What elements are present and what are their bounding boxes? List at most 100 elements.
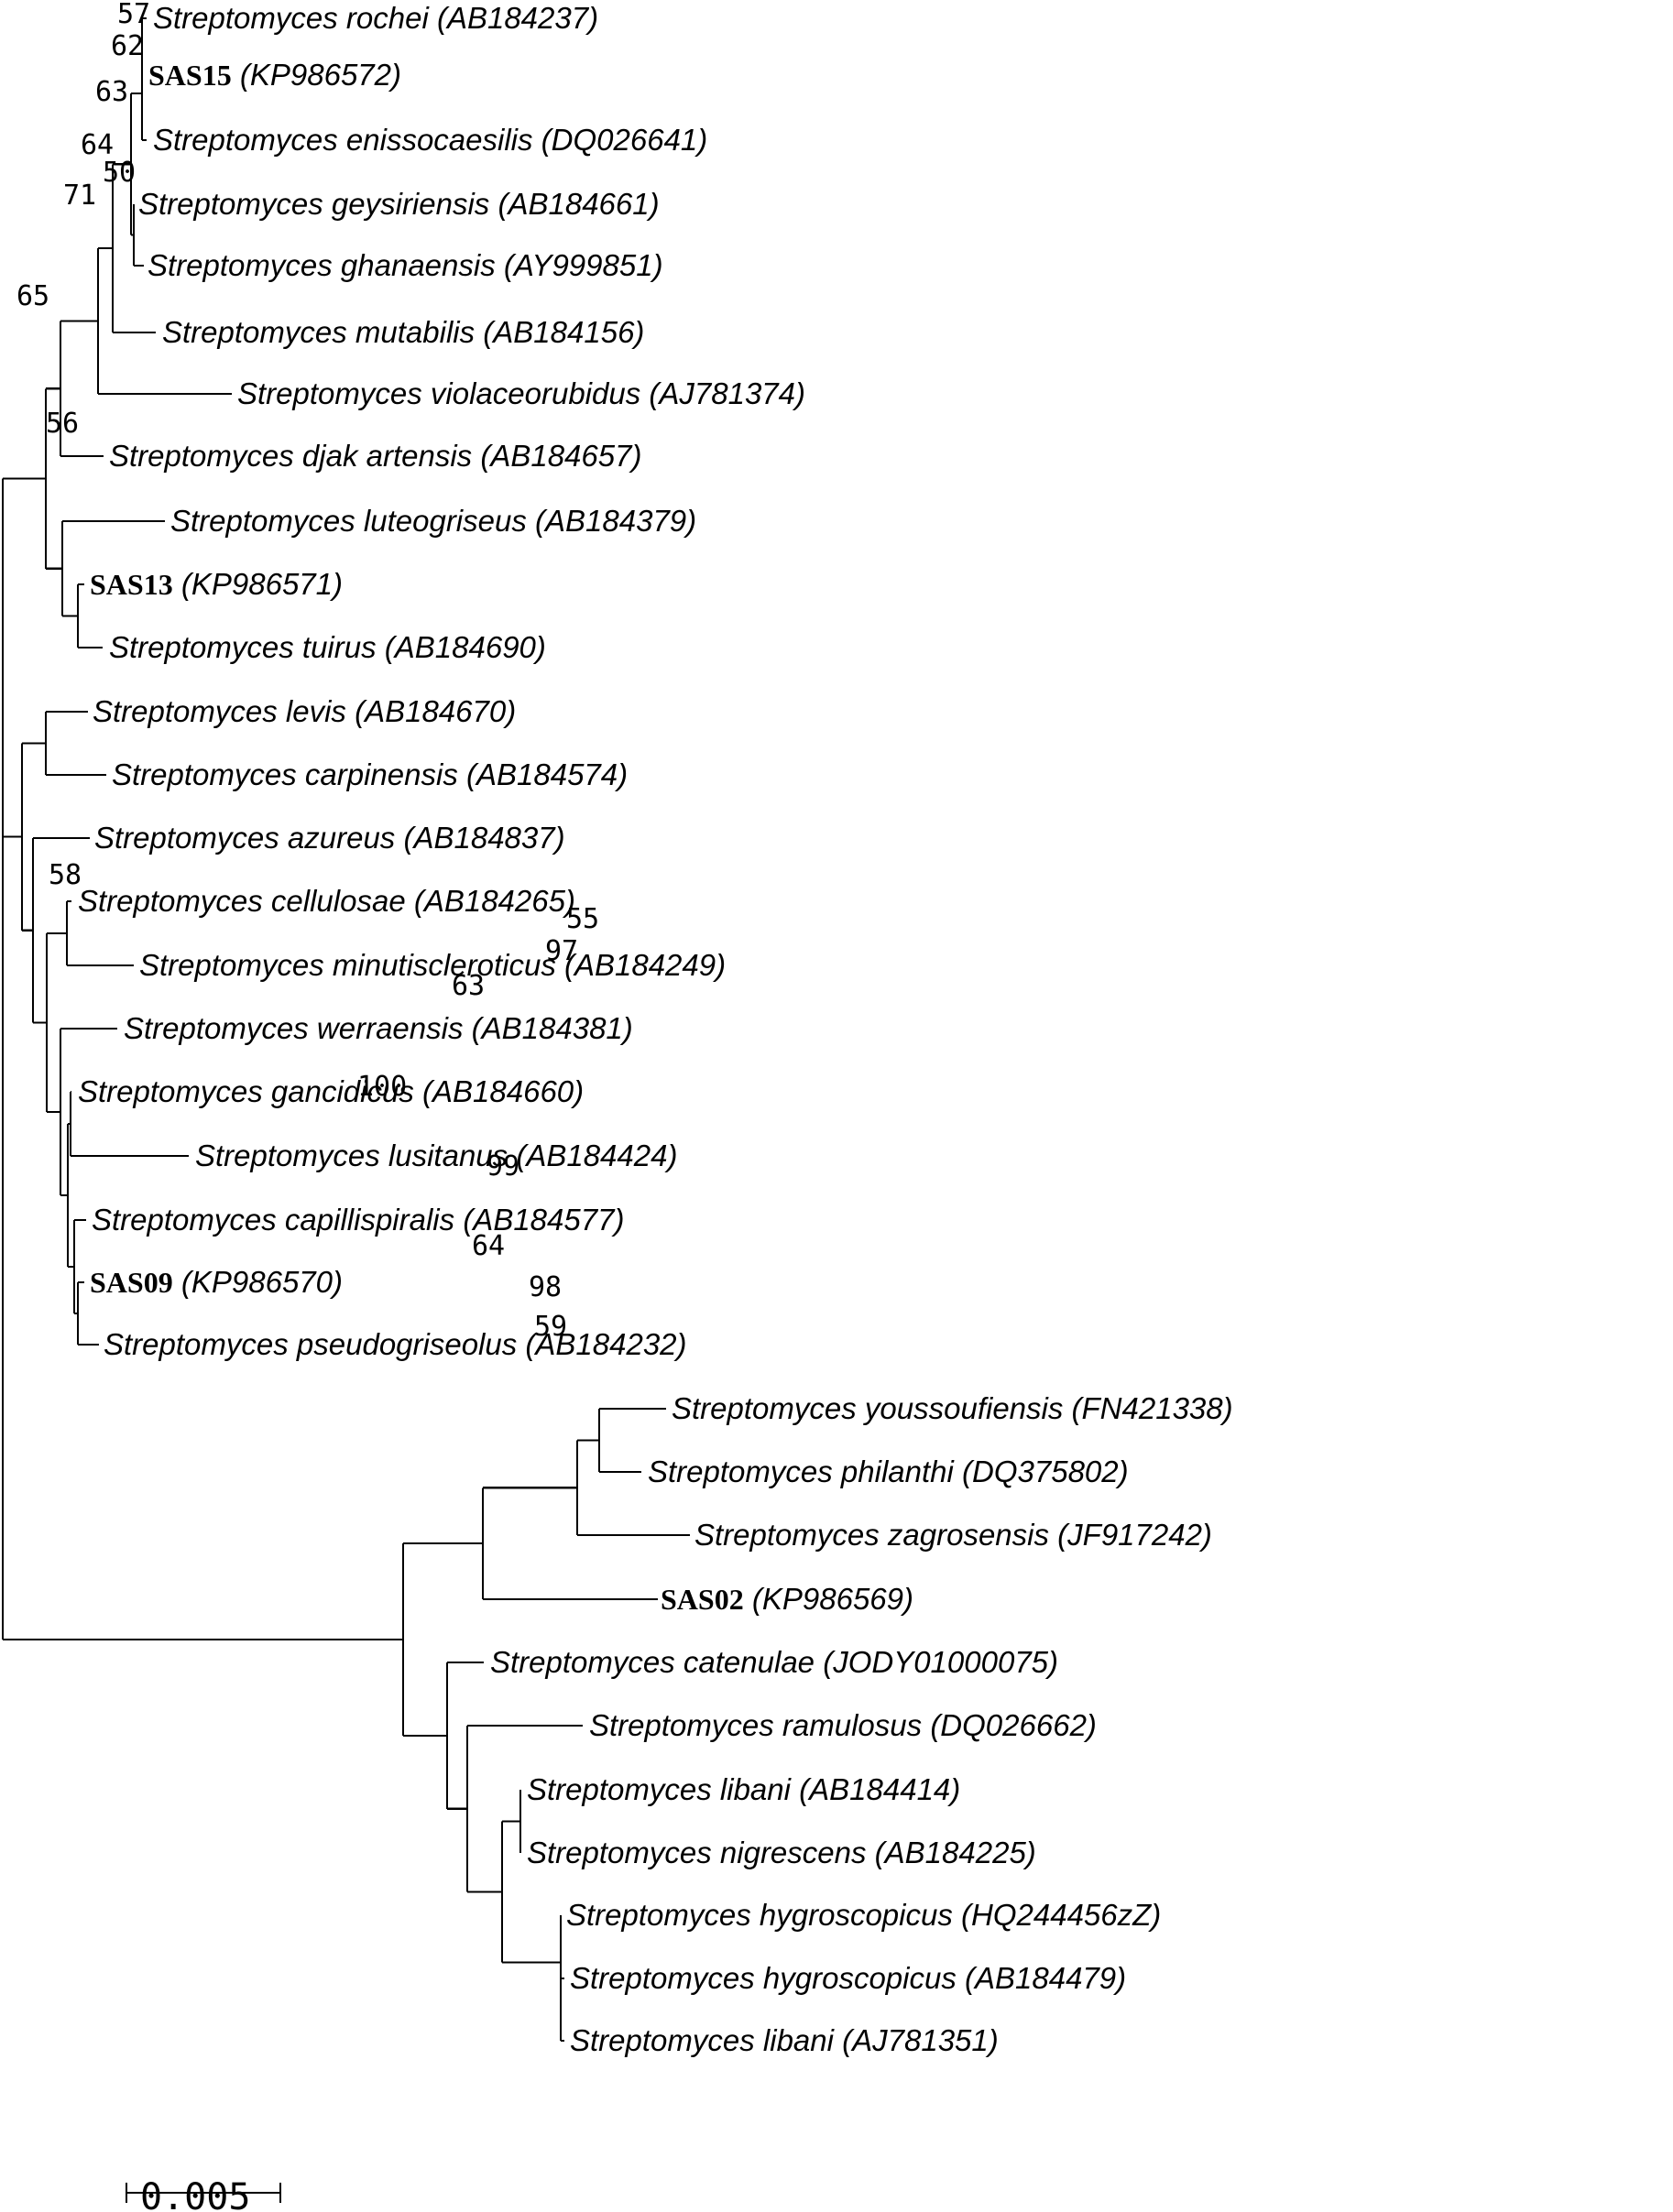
species-name: Streptomyces luteogriseus: [170, 504, 535, 538]
accession-number: (AB184414): [799, 1772, 960, 1806]
bootstrap-value: 64: [81, 129, 114, 161]
leaf-label: Streptomyces hygroscopicus (AB184479): [570, 1961, 1126, 1995]
leaf-label: SAS13 (KP986571): [90, 567, 343, 601]
bootstrap-value: 59: [534, 1311, 567, 1343]
leaf-label: Streptomyces werraensis (AB184381): [124, 1011, 633, 1045]
strain-name: SAS09: [90, 1266, 173, 1299]
leaf-label: Streptomyces levis (AB184670): [93, 694, 516, 728]
species-name: Streptomyces catenulae: [490, 1645, 823, 1679]
leaf-label: Streptomyces djak artensis (AB184657): [109, 439, 641, 473]
leaf-label: Streptomyces gancidicus (AB184660): [78, 1074, 584, 1108]
tree-branches: [1, 16, 690, 2043]
species-name: Streptomyces cellulosae: [78, 884, 414, 918]
species-name: Streptomyces carpinensis: [112, 757, 466, 791]
species-name: Streptomyces levis: [93, 694, 355, 728]
bootstrap-value: 97: [545, 935, 578, 967]
bootstrap-value: 56: [46, 408, 79, 440]
accession-number: (JODY01000075): [823, 1645, 1058, 1679]
accession-number: (AB184237): [437, 1, 598, 35]
accession-number: (AB184574): [466, 757, 628, 791]
leaf-label: Streptomyces libani (AB184414): [527, 1772, 960, 1806]
leaf-label: Streptomyces tuirus (AB184690): [109, 630, 546, 664]
leaf-label: SAS09 (KP986570): [90, 1265, 343, 1299]
leaf-label: Streptomyces lusitanus (AB184424): [195, 1139, 677, 1172]
species-name: Streptomyces hygroscopicus: [566, 1898, 961, 1932]
leaf-label: Streptomyces hygroscopicus (HQ244456zZ): [566, 1898, 1161, 1932]
accession-number: (DQ026641): [541, 123, 708, 157]
strain-name: SAS13: [90, 568, 173, 601]
scale-bar-label: 0.005: [140, 2176, 250, 2212]
leaf-label: Streptomyces geysiriensis (AB184661): [138, 187, 660, 221]
accession-number: (AB184379): [535, 504, 696, 538]
accession-number: (AB184690): [385, 630, 546, 664]
accession-number: (KP986571): [173, 567, 343, 601]
species-name: Streptomyces hygroscopicus: [570, 1961, 965, 1995]
bootstrap-value: 63: [452, 970, 485, 1002]
leaf-label: Streptomyces zagrosensis (JF917242): [694, 1518, 1212, 1552]
accession-number: (AB184837): [403, 821, 564, 855]
leaf-label: Streptomyces mutabilis (AB184156): [162, 315, 644, 349]
accession-number: (AB184660): [422, 1074, 584, 1108]
species-name: Streptomyces ramulosus: [589, 1708, 930, 1742]
species-name: Streptomyces azureus: [94, 821, 403, 855]
leaf-label: Streptomyces carpinensis (AB184574): [112, 757, 628, 791]
strain-name: SAS15: [148, 59, 232, 92]
accession-number: (HQ244456zZ): [961, 1898, 1161, 1932]
leaf-label: Streptomyces azureus (AB184837): [94, 821, 565, 855]
species-name: Streptomyces philanthi: [648, 1455, 962, 1488]
species-name: Streptomyces djak artensis: [109, 439, 480, 473]
leaf-label: Streptomyces nigrescens (AB184225): [527, 1836, 1036, 1869]
species-name: Streptomyces lusitanus: [195, 1139, 516, 1172]
leaf-label: Streptomyces enissocaesilis (DQ026641): [153, 123, 707, 157]
leaf-label: Streptomyces pseudogriseolus (AB184232): [104, 1327, 687, 1361]
leaf-label: Streptomyces catenulae (JODY01000075): [490, 1645, 1058, 1679]
strain-name: SAS02: [661, 1583, 744, 1616]
leaf-label: Streptomyces minutiscleroticus (AB184249…: [139, 948, 726, 982]
species-name: Streptomyces ghanaensis: [148, 248, 504, 282]
bootstrap-value: 57: [117, 0, 150, 30]
species-name: Streptomyces zagrosensis: [694, 1518, 1057, 1552]
bootstrap-value: 62: [111, 30, 144, 62]
species-name: Streptomyces youssoufiensis: [672, 1391, 1072, 1425]
accession-number: (AB184265): [414, 884, 575, 918]
leaf-label: Streptomyces cellulosae (AB184265): [78, 884, 575, 918]
accession-number: (AB184670): [355, 694, 516, 728]
bootstrap-value: 65: [16, 280, 49, 312]
accession-number: (AB184657): [480, 439, 641, 473]
species-name: Streptomyces mutabilis: [162, 315, 483, 349]
accession-number: (KP986572): [232, 58, 401, 92]
accession-number: (AB184479): [965, 1961, 1126, 1995]
species-name: Streptomyces capillispiralis: [92, 1203, 463, 1237]
accession-number: (AB184424): [516, 1139, 677, 1172]
leaf-label: Streptomyces ghanaensis (AY999851): [148, 248, 663, 282]
species-name: Streptomyces nigrescens: [527, 1836, 875, 1869]
leaf-label: Streptomyces ramulosus (DQ026662): [589, 1708, 1097, 1742]
bootstrap-value: 99: [487, 1150, 519, 1182]
leaf-label: Streptomyces rochei (AB184237): [153, 1, 598, 35]
bootstrap-value: 98: [529, 1271, 562, 1303]
accession-number: (DQ026662): [930, 1708, 1097, 1742]
bootstrap-value: 71: [63, 180, 96, 212]
species-name: Streptomyces geysiriensis: [138, 187, 498, 221]
species-name: Streptomyces rochei: [153, 1, 437, 35]
scale-bar: 0.005: [125, 2176, 282, 2212]
accession-number: (KP986570): [173, 1265, 343, 1299]
accession-number: (AB184577): [463, 1203, 624, 1237]
leaf-label: SAS02 (KP986569): [661, 1582, 913, 1616]
species-name: Streptomyces violaceorubidus: [237, 376, 649, 410]
accession-number: (JF917242): [1057, 1518, 1212, 1552]
accession-number: (AB184156): [483, 315, 644, 349]
leaf-label: Streptomyces philanthi (DQ375802): [648, 1455, 1129, 1488]
bootstrap-value: 55: [566, 903, 599, 935]
leaf-label: SAS15 (KP986572): [148, 58, 401, 92]
bootstrap-value: 50: [103, 157, 136, 189]
accession-number: (AB184249): [564, 948, 726, 982]
species-name: Streptomyces pseudogriseolus: [104, 1327, 525, 1361]
bootstrap-value: 63: [95, 76, 128, 108]
leaf-label: Streptomyces violaceorubidus (AJ781374): [237, 376, 805, 410]
accession-number: (FN421338): [1072, 1391, 1233, 1425]
bootstrap-value: 100: [357, 1071, 407, 1103]
species-name: Streptomyces tuirus: [109, 630, 385, 664]
accession-number: (AY999851): [504, 248, 663, 282]
